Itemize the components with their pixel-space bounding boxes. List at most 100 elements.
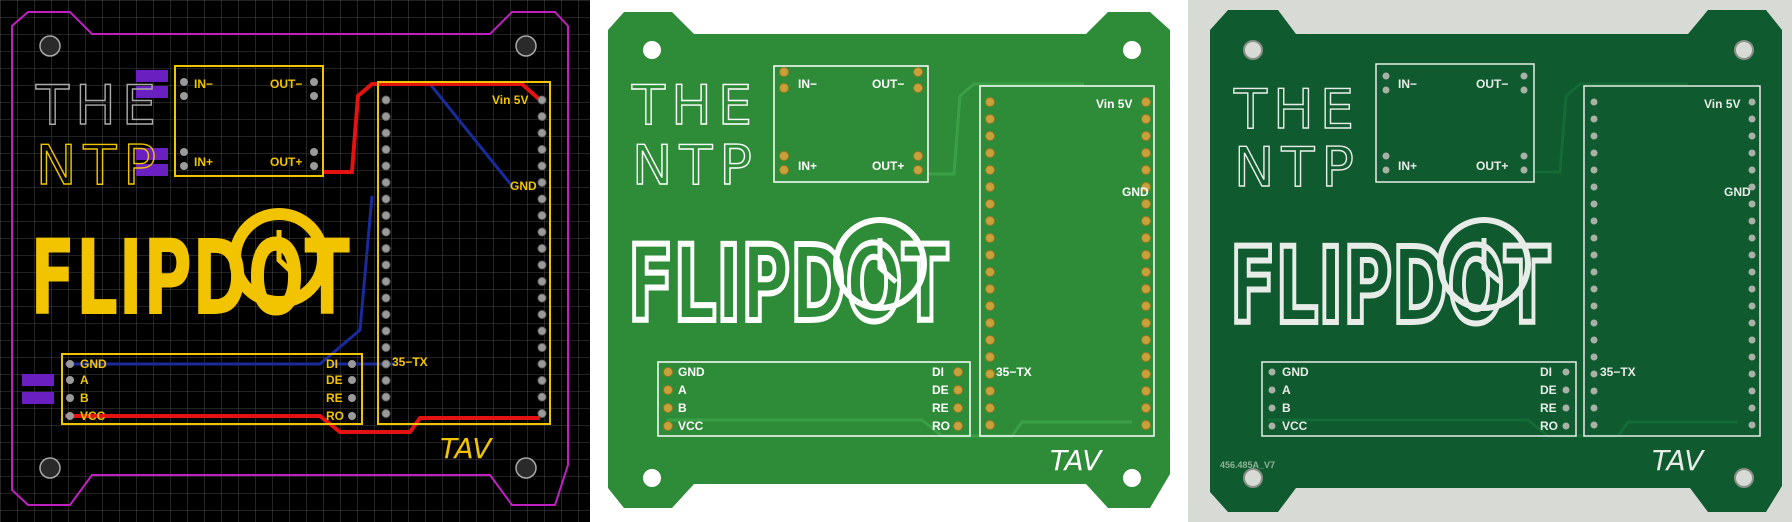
photo-logo-line1: THE xyxy=(1233,78,1354,141)
header-pad xyxy=(537,211,547,220)
header-pad xyxy=(381,326,391,336)
pcb-photo-view: IN− OUT− IN+ OUT+ THE NTP FLIPDOT Vin 5V… xyxy=(1188,0,1792,522)
logo-line2: NTP xyxy=(36,134,156,197)
render-label-tx: 35−TX xyxy=(996,365,1032,379)
header-pad xyxy=(1141,233,1151,243)
header-pad xyxy=(985,369,995,379)
header-pad xyxy=(537,392,547,402)
header-pad xyxy=(537,95,547,105)
render-label-rs485-vcc: VCC xyxy=(678,419,704,433)
header-pad xyxy=(985,318,995,328)
label-vin: Vin 5V xyxy=(492,93,528,107)
header-pad xyxy=(1748,370,1756,378)
photo-label-rs485-a: A xyxy=(1282,383,1291,397)
render-rs485-pads xyxy=(663,367,963,431)
header-pad xyxy=(537,145,547,154)
photo-rs485-outline xyxy=(1261,361,1577,437)
header-pad xyxy=(985,97,995,107)
photo-label-in-plus: IN+ xyxy=(1398,159,1417,173)
header-pad xyxy=(985,284,995,294)
header-pad xyxy=(381,376,391,385)
label-rs485-di: DI xyxy=(326,357,338,371)
header-pad xyxy=(1141,97,1151,107)
photo-label-rs485-re: RE xyxy=(1540,401,1557,415)
header-pad xyxy=(537,326,547,336)
photo-mcu-pads xyxy=(1590,98,1756,429)
render-mcu-pads xyxy=(985,97,1151,430)
label-rs485-gnd: GND xyxy=(80,357,107,371)
photo-label-rs485-ro: RO xyxy=(1540,419,1558,433)
header-pad xyxy=(537,409,547,418)
header-pad xyxy=(1748,302,1756,310)
photo-label-rs485-b: B xyxy=(1282,401,1291,415)
logo-title: FLIPDOT xyxy=(30,217,350,339)
photo-holes xyxy=(1243,40,1754,488)
render-rs485-outline xyxy=(657,361,971,437)
header-pad xyxy=(1141,182,1151,192)
top-traces xyxy=(65,82,542,434)
photo-logo-title: FLIPDOT xyxy=(1230,225,1550,347)
render-label-rs485-ro: RO xyxy=(932,419,950,433)
header-pad xyxy=(1748,268,1756,276)
photo-label-vin: Vin 5V xyxy=(1704,97,1740,111)
header-pad xyxy=(1141,114,1151,124)
header-pad xyxy=(985,267,995,277)
header-pad xyxy=(1748,251,1756,259)
header-pad xyxy=(1748,132,1756,140)
header-pad xyxy=(381,145,391,154)
header-pad xyxy=(985,301,995,311)
render-canvas: IN− OUT− IN+ OUT+ THE NTP FLIPDOT Vin 5V… xyxy=(608,12,1170,508)
header-pad xyxy=(537,161,547,171)
header-pad xyxy=(985,131,995,141)
header-pad xyxy=(1590,234,1598,242)
label-in-minus: IN− xyxy=(194,77,213,91)
photo-label-out-minus: OUT− xyxy=(1476,77,1508,91)
header-pad xyxy=(537,310,547,319)
header-pad xyxy=(1748,166,1756,174)
header-pad xyxy=(381,293,391,303)
header-pad xyxy=(381,392,391,402)
header-pad xyxy=(1141,403,1151,413)
header-pad xyxy=(537,359,547,369)
header-pad xyxy=(1748,115,1756,123)
header-pad xyxy=(381,178,391,187)
render-mcu-outline xyxy=(979,85,1155,437)
header-pad xyxy=(1590,319,1598,327)
converter-pads xyxy=(180,78,318,170)
header-pad xyxy=(537,178,547,187)
label-tx: 35−TX xyxy=(392,355,428,369)
header-pad xyxy=(381,95,391,105)
header-pad xyxy=(985,165,995,175)
header-pad xyxy=(985,216,995,226)
header-pad xyxy=(1748,149,1756,157)
render-label-rs485-de: DE xyxy=(932,383,949,397)
clock-icon xyxy=(229,208,329,308)
label-in-plus: IN+ xyxy=(194,155,213,169)
header-pad xyxy=(1141,284,1151,294)
header-pad xyxy=(381,343,391,352)
header-pad xyxy=(1748,319,1756,327)
header-pad xyxy=(381,409,391,418)
header-pad xyxy=(985,335,995,345)
render-label-vin: Vin 5V xyxy=(1096,97,1132,111)
header-pad xyxy=(985,199,995,209)
render-label-rs485-gnd: GND xyxy=(678,365,705,379)
header-pad xyxy=(381,260,391,270)
label-gnd: GND xyxy=(510,179,537,193)
header-pad xyxy=(1590,149,1598,157)
header-pad xyxy=(1590,302,1598,310)
render-logo-title: FLIPDOT xyxy=(628,223,948,345)
header-pad xyxy=(381,244,391,253)
render-converter-outline xyxy=(773,65,929,183)
photo-converter-pads xyxy=(1382,72,1528,174)
header-pad xyxy=(1748,98,1756,106)
header-pad xyxy=(1748,200,1756,208)
render-logo-line2: NTP xyxy=(632,134,752,197)
photo-label-rs485-de: DE xyxy=(1540,383,1557,397)
header-pad xyxy=(1748,387,1756,395)
header-pad xyxy=(1141,148,1151,158)
photo-signature-mark: TAV xyxy=(1652,444,1705,477)
header-pad xyxy=(381,310,391,319)
header-pad xyxy=(1141,335,1151,345)
photo-rs485-pads xyxy=(1268,368,1570,430)
